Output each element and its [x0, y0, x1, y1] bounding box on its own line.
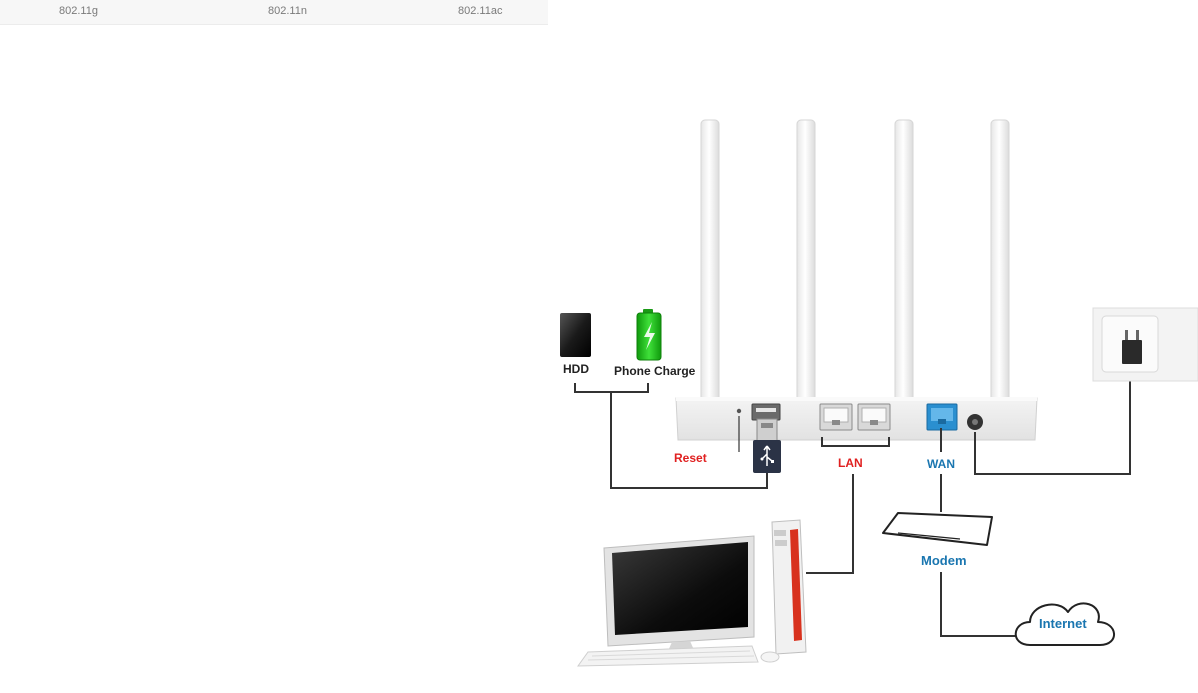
wifi-standards-bar: 802.11g 802.11n 802.11ac [0, 0, 548, 25]
cloud-icon [1014, 602, 1115, 646]
reset-hole [736, 408, 742, 414]
antenna-1 [700, 119, 720, 426]
usb-plug-icon [753, 418, 781, 473]
hdd-icon [560, 313, 591, 357]
lan-cable [806, 474, 854, 574]
hdd-label: HDD [563, 362, 589, 376]
modem-label: Modem [921, 553, 967, 568]
standard-80211n: 802.11n [268, 5, 307, 17]
lan-bracket [821, 437, 890, 447]
lan-label: LAN [838, 456, 863, 470]
standard-80211g: 802.11g [59, 5, 98, 17]
power-cable [974, 363, 1131, 475]
usb-cable [610, 392, 768, 489]
router-body [675, 397, 1038, 441]
battery-icon [636, 309, 662, 361]
modem-internet-cable [940, 572, 1020, 637]
antenna-4 [990, 119, 1010, 426]
desktop-pc-icon [577, 519, 807, 667]
usb-devices-bracket [574, 383, 649, 393]
internet-label: Internet [1039, 616, 1087, 631]
router-icon [675, 119, 1038, 441]
modem-icon [882, 512, 993, 546]
standard-80211ac: 802.11ac [458, 5, 503, 17]
power-socket-icon [1092, 307, 1198, 382]
antenna-2 [796, 119, 816, 426]
wan-label: WAN [927, 457, 955, 471]
antenna-3 [894, 119, 914, 426]
phone-charge-label: Phone Charge [614, 364, 696, 378]
reset-label: Reset [674, 451, 707, 465]
